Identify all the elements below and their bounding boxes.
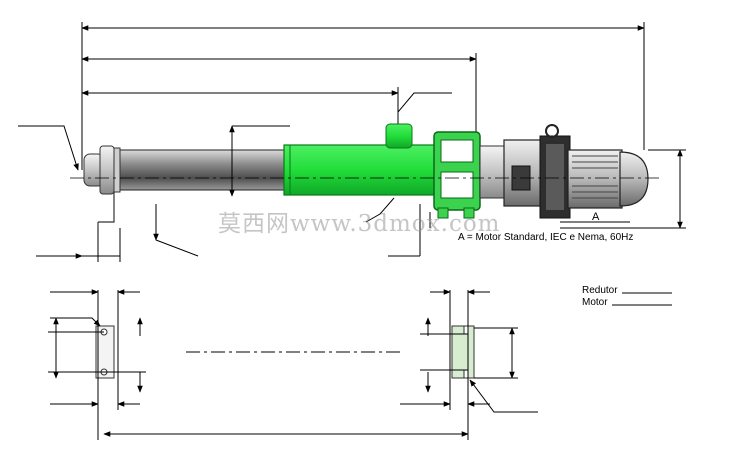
bottom-view [48,289,538,440]
lifting-eye [545,124,559,138]
actuator-assembly [70,123,660,228]
side-dimensions [36,125,686,262]
cylinder-body [283,144,439,196]
callout-a: A [592,211,600,223]
left-foot-plate [95,325,115,379]
lube-fitting [385,123,413,149]
motor-fan-cover [619,151,649,207]
legend-redutor: Redutor [582,285,618,296]
motor-body [567,149,623,209]
motor-note: A = Motor Standard, IEC e Nema, 60Hz [458,232,633,243]
coupling [479,145,507,199]
legend-motor: Motor [582,297,608,308]
watermark: 莫西网www.3dmox.com [218,211,501,237]
front-foot [98,192,115,223]
rod-tube [113,149,287,191]
top-dimensions [18,22,645,171]
rod-clevis [99,145,115,195]
